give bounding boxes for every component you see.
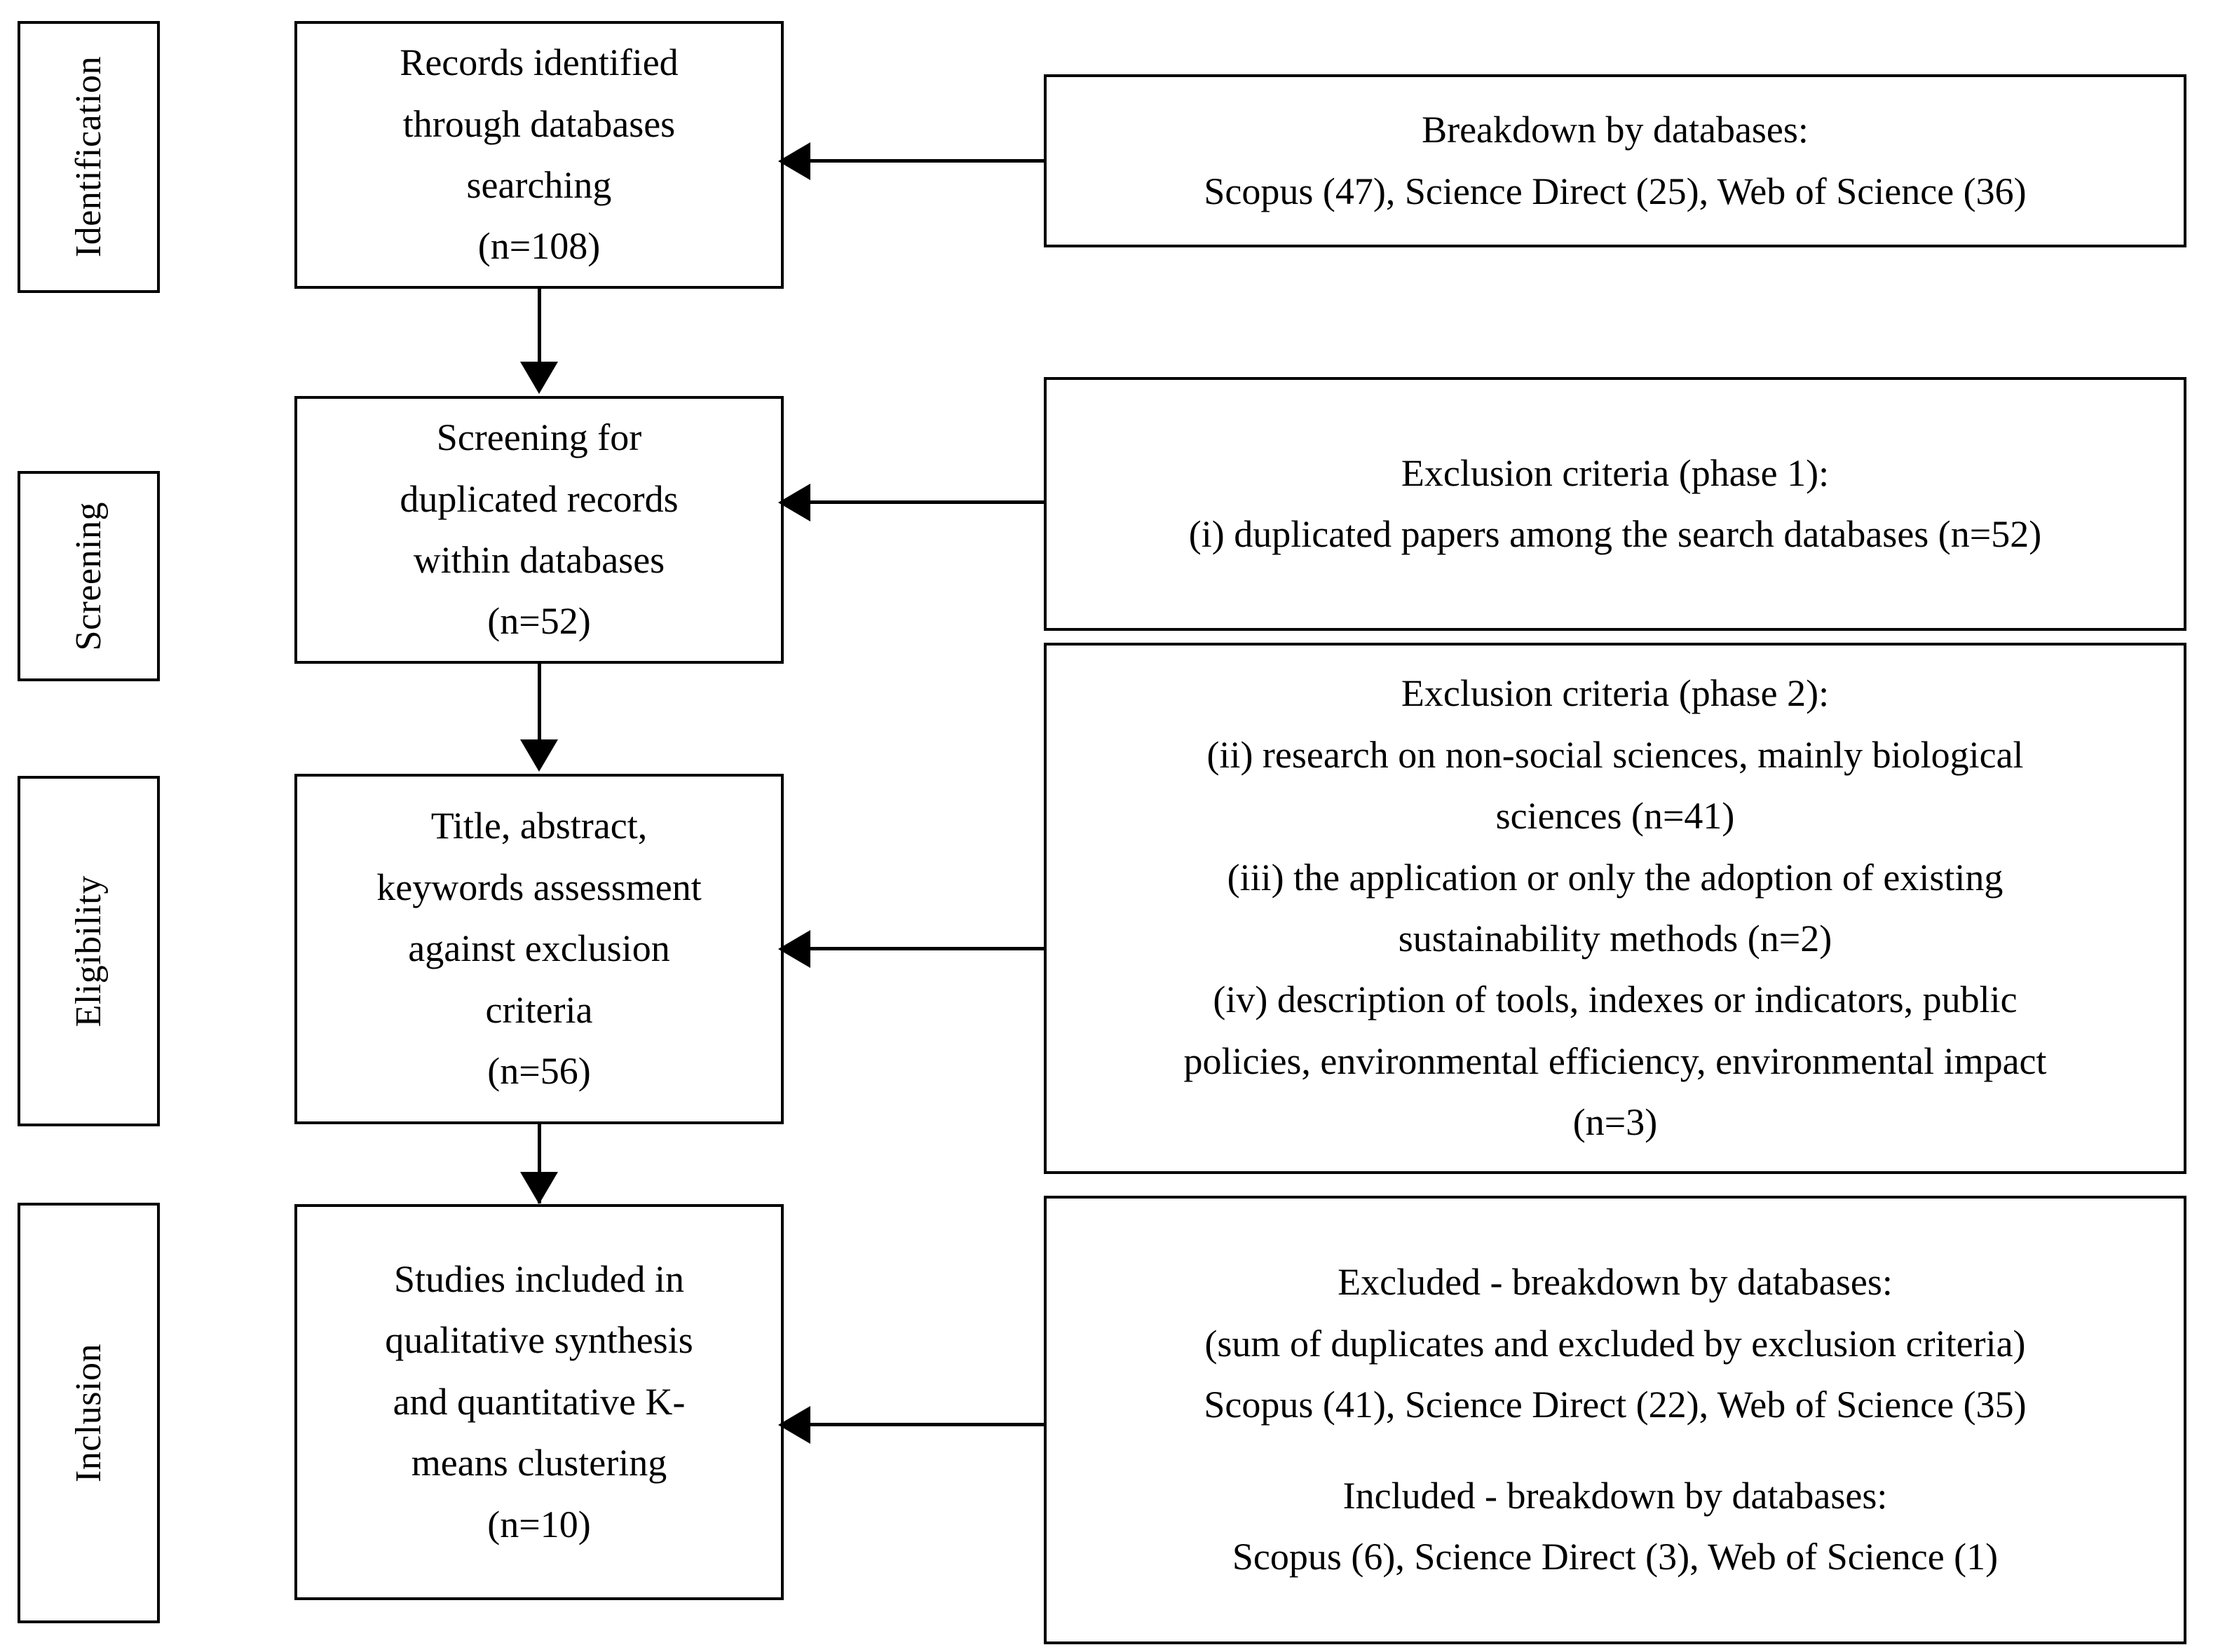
- connector-line-phase2-to-eligibility: [810, 947, 1045, 950]
- side-box-exclusion-criteria-phase-1: Exclusion criteria (phase 1): (i) duplic…: [1044, 377, 2186, 631]
- arrow-left-icon: [778, 142, 810, 180]
- flow-box-records-identified-text: Records identified through databases sea…: [384, 32, 693, 278]
- side-line: Exclusion criteria (phase 2):: [1401, 672, 1830, 715]
- side-box-exclusion-criteria-phase-2-text: Exclusion criteria (phase 2): (ii) resea…: [1047, 663, 2184, 1154]
- flow-line: Studies included in: [394, 1257, 684, 1300]
- flow-box-title-abstract-keywords-text: Title, abstract, keywords assessment aga…: [361, 796, 716, 1102]
- flow-line: within databases: [413, 539, 665, 581]
- flow-line: keywords assessment: [376, 866, 702, 908]
- side-line: Scopus (6), Science Direct (3), Web of S…: [1232, 1536, 1999, 1578]
- side-line: Scopus (47), Science Direct (25), Web of…: [1204, 170, 2027, 212]
- flow-line: (n=52): [487, 600, 591, 643]
- flow-line: Title, abstract,: [430, 805, 648, 847]
- side-line: policies, environmental efficiency, envi…: [1183, 1039, 2047, 1082]
- flow-line: and quantitative K-: [393, 1380, 686, 1423]
- side-line: Breakdown by databases:: [1422, 109, 1809, 151]
- flow-line: (n=10): [487, 1503, 591, 1545]
- side-line: (ii) research on non-social sciences, ma…: [1206, 733, 2024, 776]
- arrow-left-icon: [778, 484, 810, 521]
- side-box-breakdown-by-databases-text: Breakdown by databases: Scopus (47), Sci…: [1047, 100, 2184, 222]
- side-line: Included - breakdown by databases:: [1342, 1474, 1888, 1517]
- connector-line-eligibility-to-inclusion: [538, 1124, 541, 1203]
- side-box-exclusion-criteria-phase-2: Exclusion criteria (phase 2): (ii) resea…: [1044, 643, 2186, 1174]
- flow-line: against exclusion: [408, 927, 670, 970]
- side-line: (i) duplicated papers among the search d…: [1188, 513, 2042, 555]
- stage-box-eligibility: Eligibility: [18, 776, 160, 1126]
- side-line: sciences (n=41): [1495, 795, 1735, 838]
- flow-line: (n=108): [477, 225, 601, 268]
- flow-line: duplicated records: [400, 477, 679, 520]
- side-line: Exclusion criteria (phase 1):: [1401, 451, 1830, 494]
- side-line: (n=3): [1572, 1101, 1658, 1144]
- flow-line: qualitative synthesis: [385, 1319, 693, 1362]
- side-line: sustainability methods (n=2): [1398, 917, 1832, 960]
- connector-line-phase1-to-screening: [810, 500, 1045, 504]
- connector-line-screening-to-eligibility: [538, 664, 541, 742]
- side-line: (iii) the application or only the adopti…: [1227, 856, 2003, 899]
- side-line: (iv) description of tools, indexes or in…: [1213, 978, 2018, 1021]
- side-box-excluded-included-breakdown-text: Excluded - breakdown by databases: (sum …: [1047, 1252, 2184, 1588]
- stage-label-screening: Screening: [68, 501, 109, 651]
- arrow-down-icon: [520, 1172, 558, 1204]
- arrow-down-icon: [520, 739, 558, 772]
- side-line-spacer: [1059, 1436, 2171, 1466]
- connector-line-breakdown-to-records: [810, 159, 1045, 163]
- flow-line: Screening for: [436, 416, 642, 459]
- stage-box-screening: Screening: [18, 471, 160, 681]
- flow-box-screening-duplicates: Screening for duplicated records within …: [294, 396, 784, 664]
- flow-line: searching: [466, 164, 612, 206]
- flow-line: Records identified: [400, 41, 679, 84]
- flow-box-records-identified: Records identified through databases sea…: [294, 21, 784, 289]
- stage-label-eligibility: Eligibility: [68, 875, 109, 1028]
- stage-box-identification: Identification: [18, 21, 160, 293]
- stage-label-inclusion: Inclusion: [68, 1343, 109, 1483]
- flow-box-screening-duplicates-text: Screening for duplicated records within …: [384, 407, 693, 653]
- side-line: (sum of duplicates and excluded by exclu…: [1204, 1322, 2026, 1365]
- side-line: Excluded - breakdown by databases:: [1338, 1261, 1893, 1304]
- flow-box-title-abstract-keywords: Title, abstract, keywords assessment aga…: [294, 774, 784, 1124]
- connector-line-records-to-screening: [538, 289, 541, 364]
- flow-box-studies-included: Studies included in qualitative synthesi…: [294, 1204, 784, 1600]
- arrow-down-icon: [520, 362, 558, 394]
- flow-line: (n=56): [487, 1050, 591, 1093]
- arrow-left-icon: [778, 930, 810, 968]
- flow-box-studies-included-text: Studies included in qualitative synthesi…: [369, 1249, 708, 1555]
- side-box-excluded-included-breakdown: Excluded - breakdown by databases: (sum …: [1044, 1196, 2186, 1644]
- connector-line-breakdown-to-studies: [810, 1423, 1045, 1426]
- flow-line: means clustering: [411, 1442, 667, 1484]
- flow-line: through databases: [402, 102, 676, 145]
- stage-box-inclusion: Inclusion: [18, 1203, 160, 1623]
- flow-line: criteria: [485, 988, 593, 1031]
- arrow-left-icon: [778, 1406, 810, 1444]
- stage-label-identification: Identification: [68, 56, 109, 258]
- side-box-breakdown-by-databases: Breakdown by databases: Scopus (47), Sci…: [1044, 74, 2186, 247]
- side-line: Scopus (41), Science Direct (22), Web of…: [1204, 1384, 2027, 1426]
- side-box-exclusion-criteria-phase-1-text: Exclusion criteria (phase 1): (i) duplic…: [1047, 443, 2184, 566]
